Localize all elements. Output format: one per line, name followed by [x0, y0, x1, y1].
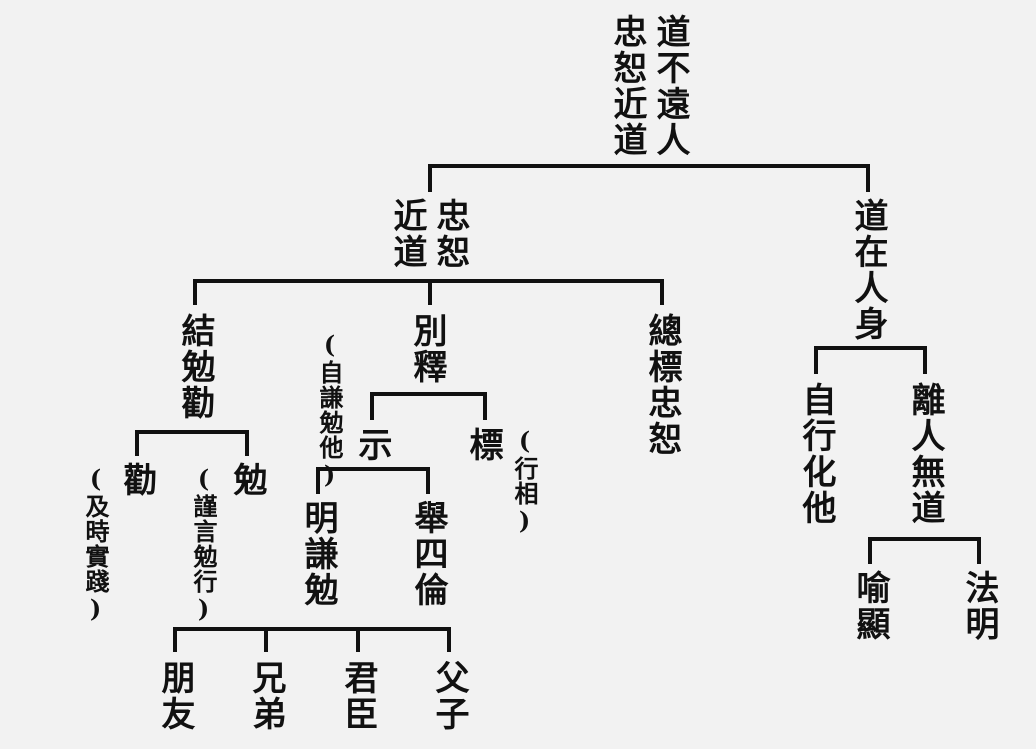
node-zong-biao-zhongshu: 總標忠恕: [642, 313, 682, 457]
node-bie-shi: 別釋: [407, 313, 447, 385]
node-quan: 勸: [117, 462, 157, 498]
node-ming-qian-mian: 明謙勉: [298, 500, 338, 608]
root-node-right-column: 道不遠人: [650, 14, 690, 158]
root-node-left-column: 忠恕近道: [607, 14, 647, 158]
node-fa-ming: 法明: [959, 570, 999, 642]
node-zi-xing-hua-ta: 自行化他: [796, 382, 836, 526]
note-jin-yan-mian-xing: (謹言勉行): [189, 464, 218, 624]
node-jie-mian-quan: 結勉勸: [175, 313, 215, 421]
note-ji-shi-shi-jian: (及時實踐): [81, 464, 110, 624]
node-zhongshu: 忠恕: [430, 198, 470, 270]
node-dao-zai-ren-shen: 道在人身: [848, 198, 888, 342]
note-zi-qian-mian-ta: (自謙勉他): [315, 330, 344, 490]
node-biao: 標: [463, 427, 503, 463]
node-yu-xian: 喻顯: [850, 570, 890, 642]
node-jindao: 近道: [387, 198, 427, 270]
note-xing-xiang: (行相): [510, 426, 539, 536]
node-pengyou: 朋友: [155, 660, 195, 732]
node-fuzi: 父子: [429, 660, 469, 732]
node-mian: 勉: [227, 462, 267, 498]
node-xiongdi: 兄弟: [246, 660, 286, 732]
node-li-ren-wu-dao: 離人無道: [905, 382, 945, 526]
node-junchen: 君臣: [338, 660, 378, 732]
node-ju-si-lun: 舉四倫: [408, 500, 448, 608]
node-shi: 示: [352, 427, 392, 463]
